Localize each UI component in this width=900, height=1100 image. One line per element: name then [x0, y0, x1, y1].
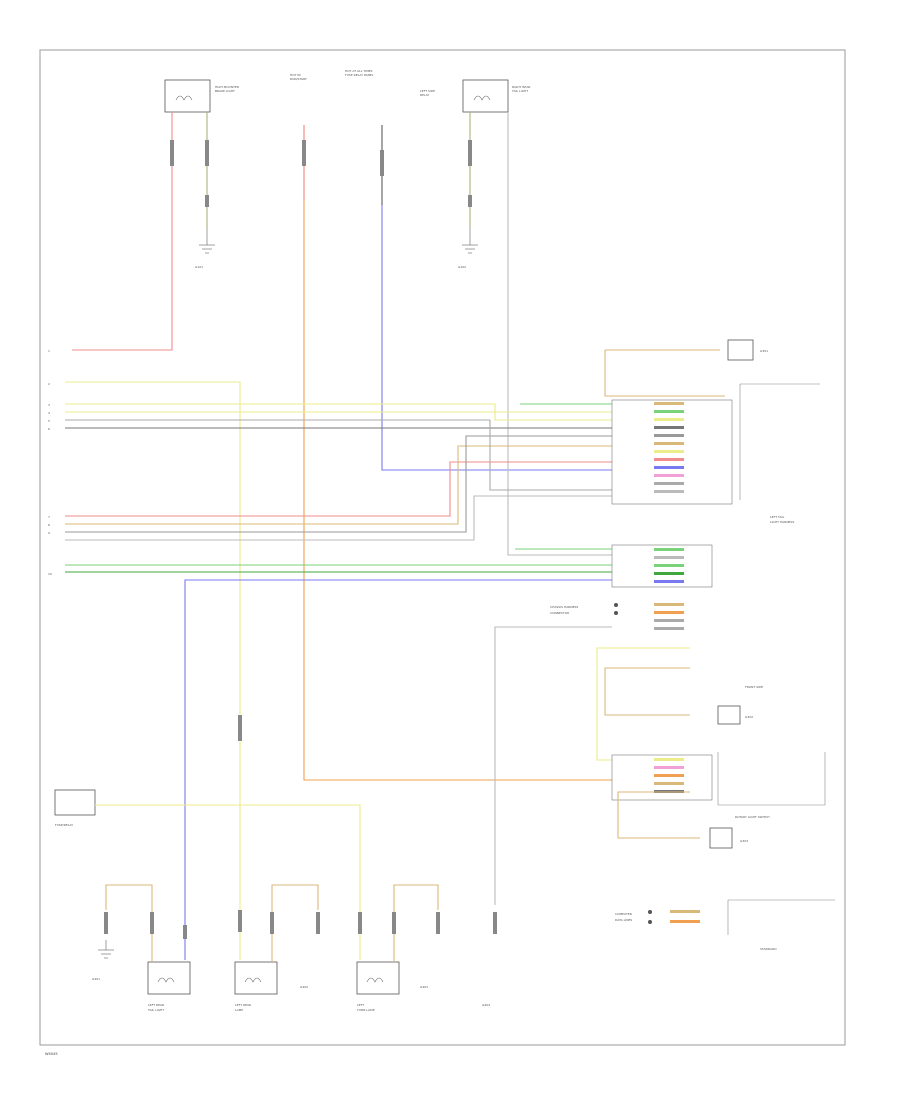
- svg-text:LEFT SIDE: LEFT SIDE: [420, 89, 435, 93]
- left-wire-labels: 1 2 3 4 5 6 7 8 9 10: [48, 349, 52, 576]
- bottom-lamp-2: LEFT REAR LAMP: [234, 961, 278, 1012]
- svg-text:RUN/START: RUN/START: [290, 77, 307, 81]
- svg-text:1: 1: [48, 349, 50, 353]
- right-comp-3-label: G303: [740, 839, 748, 843]
- svg-text:LAMP: LAMP: [235, 1008, 243, 1012]
- right-connector-lower-1: CHASSIS HARNESS CONNECTOR: [550, 603, 684, 630]
- svg-text:4: 4: [48, 411, 50, 415]
- svg-text:COMPUTER: COMPUTER: [615, 912, 632, 916]
- right-connector-middle: [611, 544, 713, 588]
- right-connector-upper: [611, 383, 820, 505]
- bottom-left-box-label: FUSE/RELAY: [55, 823, 73, 827]
- ground-symbol-top-right: [462, 228, 478, 254]
- bottom-lamp-1: LEFT REAR TAIL LIGHT: [147, 961, 191, 1012]
- wire-yellow-bottom-bus: [95, 804, 361, 960]
- wire-tan-1: [65, 445, 612, 525]
- svg-text:3: 3: [48, 403, 50, 407]
- svg-text:CHASSIS HARNESS: CHASSIS HARNESS: [550, 605, 578, 609]
- svg-text:LEFT REAR: LEFT REAR: [235, 1003, 251, 1007]
- right-connector-bottom: COMPUTER DATA LINES STANDARD: [615, 899, 835, 951]
- svg-text:LEFT: LEFT: [357, 1003, 364, 1007]
- right-connector-lower-2-label: ROTARY LIGHT SWITCH: [735, 815, 769, 819]
- bottom-left-box: [54, 789, 96, 816]
- bottom-ground-labels: G401 G402 G403 G404: [92, 977, 490, 1007]
- svg-text:6: 6: [48, 427, 50, 431]
- svg-text:G401: G401: [92, 977, 100, 981]
- wire-yellow-bus-top: [65, 381, 241, 806]
- right-small-component-2: [717, 705, 741, 725]
- wire-tan-bottom-right: [617, 791, 700, 839]
- wire-gray-3: [65, 495, 612, 541]
- svg-text:RIGHT REAR: RIGHT REAR: [512, 85, 530, 89]
- svg-text:TURN LAMP: TURN LAMP: [356, 1008, 375, 1012]
- right-comp-1-label: G301: [760, 349, 768, 353]
- svg-text:BRAKE LIGHT: BRAKE LIGHT: [215, 89, 235, 93]
- wire-blue-bottom: [184, 579, 612, 960]
- svg-text:FUSE RELAY PANEL: FUSE RELAY PANEL: [345, 73, 374, 77]
- wire-gray-right-2: [489, 420, 612, 491]
- ground-label-top-left: G101: [195, 265, 203, 269]
- wire-orange-main: [303, 125, 612, 781]
- diagram-frame: [39, 49, 846, 1046]
- right-block-label-2: LIGHT HARNESS: [770, 520, 794, 524]
- svg-text:HIGH MOUNTED: HIGH MOUNTED: [215, 85, 240, 89]
- svg-text:HOT AT ALL TIMES: HOT AT ALL TIMES: [345, 69, 373, 73]
- wire-tan-right-loop: [604, 667, 690, 716]
- svg-text:HOT IN: HOT IN: [290, 73, 301, 77]
- svg-text:CONNECTOR: CONNECTOR: [550, 611, 569, 615]
- top-center-labels: HOT IN RUN/START HOT AT ALL TIMES FUSE R…: [290, 69, 435, 97]
- wire-gray-right: [507, 112, 612, 556]
- svg-text:G404: G404: [482, 1003, 490, 1007]
- svg-text:LEFT REAR: LEFT REAR: [148, 1003, 164, 1007]
- wire-gray-right-3: [494, 626, 612, 905]
- top-right-component: RIGHT REAR TAIL LIGHT: [462, 79, 530, 113]
- right-connector-upper-pins: [654, 402, 684, 493]
- svg-text:8: 8: [48, 523, 50, 527]
- wire-gray-2: [65, 435, 612, 533]
- wire-yellow-right-loop: [596, 647, 690, 761]
- connector-marks-top: [170, 140, 472, 207]
- right-small-component-1: [727, 339, 754, 361]
- connector-marks-bottom: [104, 715, 497, 939]
- wire-blue-top: [381, 125, 612, 471]
- ground-symbol-bottom-1: [98, 940, 114, 959]
- right-comp-2-label: FRONT SIDE: [745, 685, 763, 689]
- right-comp-2-label-b: G302: [745, 715, 753, 719]
- svg-text:10: 10: [48, 572, 52, 576]
- right-connector-lower-2: [611, 752, 826, 806]
- wire-tan-bottom-3: [393, 884, 439, 962]
- svg-text:TAIL LIGHT: TAIL LIGHT: [511, 89, 528, 93]
- footer-code: W4045: [45, 1052, 58, 1056]
- top-left-component: HIGH MOUNTED BRAKE LIGHT: [164, 79, 240, 113]
- svg-text:G402: G402: [300, 985, 308, 989]
- wire-tan-bottom-1: [105, 884, 153, 962]
- svg-text:5: 5: [48, 419, 50, 423]
- svg-text:DATA LINES: DATA LINES: [615, 918, 632, 922]
- ground-label-top-right: G102: [458, 265, 466, 269]
- bottom-lamp-3: LEFT TURN LAMP: [356, 961, 400, 1012]
- wire-tan-loop: [604, 350, 725, 397]
- svg-text:G403: G403: [420, 985, 428, 989]
- ground-symbol-top-left: [199, 228, 215, 254]
- wire-tan-bottom-2: [271, 884, 319, 962]
- svg-text:TAIL LIGHT: TAIL LIGHT: [147, 1008, 164, 1012]
- right-small-component-3: [709, 827, 733, 849]
- svg-text:7: 7: [48, 515, 50, 519]
- svg-text:9: 9: [48, 531, 50, 535]
- svg-text:2: 2: [48, 382, 50, 386]
- right-block-label-1: LEFT TAIL: [770, 515, 785, 519]
- svg-text:STANDARD: STANDARD: [760, 947, 777, 951]
- svg-text:RELAY: RELAY: [420, 93, 430, 97]
- wire-red-left: [72, 112, 173, 351]
- wire-red-2: [65, 461, 612, 517]
